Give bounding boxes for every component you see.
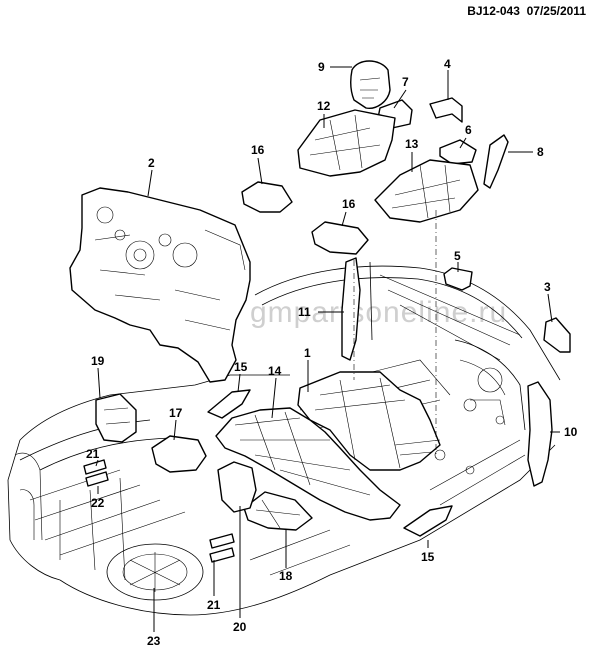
leader-lines (95, 66, 560, 632)
part-1-floor-carpet (297, 371, 441, 471)
callout-22: 22 (91, 496, 105, 510)
part-6-pad (439, 139, 477, 165)
part-14-floor-carpet (215, 407, 401, 521)
callout-6: 6 (465, 123, 472, 137)
callout-15-lower: 15 (421, 550, 435, 564)
callout-3: 3 (544, 280, 551, 294)
part-3-pad (543, 317, 571, 353)
callout-10: 10 (564, 425, 578, 439)
callout-1: 1 (304, 346, 311, 360)
part-10-pillar-pad (527, 381, 553, 487)
callout-9: 9 (318, 60, 325, 74)
callout-21-bottom: 21 (207, 598, 221, 612)
part-4-pad (429, 97, 463, 123)
diagram-date: 07/25/2011 (526, 4, 586, 18)
diagram-id: BJ12-043 (467, 4, 520, 18)
callout-4: 4 (444, 57, 451, 71)
vehicle-body (7, 261, 561, 616)
part-5-pad (443, 267, 473, 291)
callout-17: 17 (169, 406, 183, 420)
callout-2: 2 (148, 156, 155, 170)
callout-21-left: 21 (86, 447, 100, 461)
callout-18: 18 (279, 569, 293, 583)
callout-11: 11 (298, 305, 311, 319)
callout-8: 8 (537, 145, 544, 159)
callout-12: 12 (317, 99, 331, 113)
callout-16-upper: 16 (251, 143, 265, 157)
callout-19: 19 (91, 354, 105, 368)
callout-23: 23 (147, 634, 161, 648)
part-16-upper-pad (241, 181, 293, 213)
callout-20: 20 (233, 620, 247, 634)
part-11-pillar-pad (341, 257, 361, 361)
part-8-strip (483, 134, 509, 189)
part-17-pad (151, 435, 207, 473)
part-13-floor-pad (374, 159, 479, 223)
part-15-lower-strip (403, 505, 453, 537)
part-18-pad (243, 491, 313, 531)
part-9-pad (349, 60, 391, 109)
part-19-pad (95, 393, 137, 443)
part-21-22-plates (83, 459, 235, 563)
callout-15-upper: 15 (234, 360, 248, 374)
part-12-floor-pad (297, 109, 396, 177)
callout-13: 13 (405, 137, 419, 151)
diagram-header: BJ12-043 07/25/2011 (467, 4, 586, 18)
part-20-pad (217, 461, 257, 513)
callout-14: 14 (268, 364, 282, 378)
callout-16-mid: 16 (342, 197, 356, 211)
part-15-upper-strip (207, 389, 251, 419)
callout-5: 5 (454, 249, 461, 263)
part-16-mid-pad (311, 221, 369, 255)
callout-labels: 9 7 4 12 6 16 13 8 2 16 5 3 11 1 19 15 1… (86, 57, 578, 648)
callout-7: 7 (402, 75, 409, 89)
part-2-dash-insulator (69, 187, 251, 383)
watermark: gmpartsoneline.ru (250, 296, 507, 329)
